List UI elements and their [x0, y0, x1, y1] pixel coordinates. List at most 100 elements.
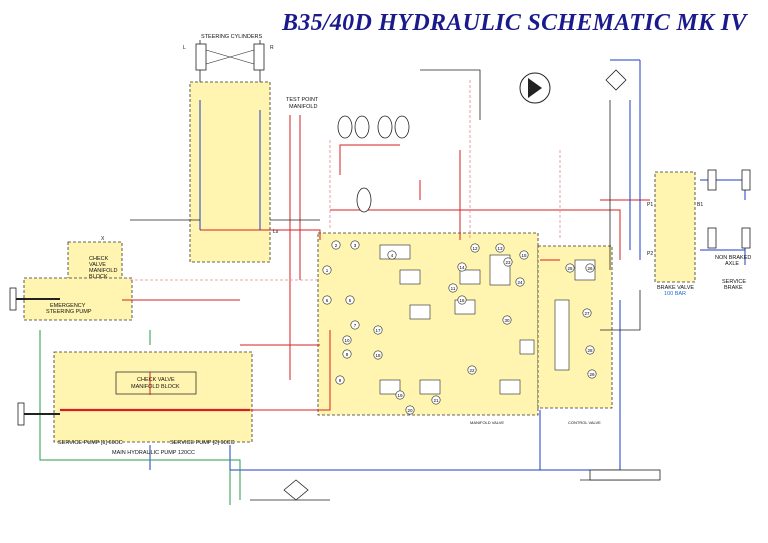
- component-number-label: 11: [451, 286, 456, 291]
- component-number-circle: [503, 257, 513, 267]
- component-number-label: 22: [469, 368, 475, 373]
- component-number-circle: [431, 395, 441, 405]
- component-number-circle: [342, 335, 352, 345]
- component-number-circle: [350, 240, 360, 250]
- check-valve-manifold-block-center: [115, 371, 197, 395]
- component-number-circle: [345, 295, 355, 305]
- check-valve-label-4: BLOCK: [89, 274, 108, 280]
- return-lines: [149, 59, 746, 471]
- port-l-label: L: [183, 45, 186, 51]
- port-b1-label: B1: [697, 202, 703, 208]
- test-point-manifold-label-2: MANIFOLD: [289, 104, 317, 110]
- component-number-circle: [331, 240, 341, 250]
- component-number-label: 4: [391, 253, 394, 258]
- control-valve-label: CONTROL VALVE: [568, 420, 601, 425]
- emergency-steering-pump-label-1: EMERGENCY: [50, 303, 86, 309]
- main-pump-block: [53, 351, 253, 443]
- component-number-circle: [373, 350, 383, 360]
- check-valve-label-1: CHECK: [89, 256, 109, 262]
- service-pump-2-label: SERVICE PUMP [2] 60CC: [170, 440, 235, 446]
- component-number-circle: [585, 263, 595, 273]
- drain-manifold: [589, 469, 661, 481]
- component-number-circle: [585, 345, 595, 355]
- component-number-label: 13: [497, 246, 503, 251]
- non-braked-axle-label-2: AXLE: [725, 261, 739, 267]
- steering-cylinders-label: STEERING CYLINDERS: [201, 34, 262, 40]
- pressure-lines: [60, 115, 650, 411]
- component-number-circle: [457, 295, 467, 305]
- component-number-label: 30: [504, 318, 510, 323]
- component-number-label: 24: [517, 280, 523, 285]
- component-number-label: 10: [344, 338, 350, 343]
- component-number-label: 15: [521, 253, 527, 258]
- component-number-circle: [322, 265, 332, 275]
- component-number-circle: [322, 295, 332, 305]
- check-valve-manifold-block-label-2: MANIFOLD BLOCK: [131, 384, 180, 390]
- emergency-steering-pump-label-2: STEERING PUMP: [46, 309, 92, 315]
- check-valve-manifold-block-label-1: CHECK VALVE: [137, 377, 175, 383]
- manifold-valve-label: MANIFOLD VALVE: [470, 420, 504, 425]
- component-number-label: 28: [587, 348, 593, 353]
- component-number-circle: [467, 365, 477, 375]
- check-valve-label-3: MANIFOLD: [89, 268, 117, 274]
- component-number-label: 27: [584, 311, 590, 316]
- check-valve-label-2: VALVE: [89, 262, 106, 268]
- component-number-label: 17: [375, 328, 381, 333]
- component-number-circle: [495, 243, 505, 253]
- port-p2-label: P2: [647, 251, 653, 257]
- component-number-label: 5: [349, 298, 352, 303]
- component-number-label: 8: [346, 352, 349, 357]
- component-number-circle: [405, 405, 415, 415]
- component-number-circle: [342, 349, 352, 359]
- service-pump-1-label: SERVICE PUMP [1] 60CC: [58, 440, 123, 446]
- component-number-label: 1: [326, 268, 329, 273]
- port-x-label: X: [101, 236, 105, 242]
- steering-valve-block: [189, 81, 271, 263]
- component-number-label: 7: [354, 323, 357, 328]
- service-brake-label-1: SERVICE: [722, 279, 746, 285]
- brake-valve-pressure-label: 100 BAR: [664, 291, 686, 297]
- steering-cylinder-right: [253, 43, 265, 71]
- component-number-label: 29: [589, 372, 595, 377]
- port-ls-label: Ls: [273, 229, 279, 235]
- component-number-circle: [387, 250, 397, 260]
- component-number-label: 19: [397, 393, 403, 398]
- component-number-circle: [565, 263, 575, 273]
- component-number-circle: [448, 283, 458, 293]
- component-number-circle: [502, 315, 512, 325]
- component-number-circle: [515, 277, 525, 287]
- schematic-title: B35/40D HYDRAULIC SCHEMATIC MK IV: [282, 10, 747, 36]
- brake-wheels: [707, 169, 751, 249]
- component-number-circle: [457, 262, 467, 272]
- component-number-circle: [350, 320, 360, 330]
- component-number-circle: [373, 325, 383, 335]
- component-number-label: 14: [459, 265, 465, 270]
- component-number-circle: [519, 250, 529, 260]
- port-r-label: R: [270, 45, 274, 51]
- cooler: [605, 69, 627, 91]
- component-number-label: 23: [505, 260, 511, 265]
- steering-cylinder-left: [195, 43, 207, 71]
- component-number-label: 18: [375, 353, 381, 358]
- component-number-label: 25: [567, 266, 573, 271]
- port-p1-label: P1: [647, 202, 653, 208]
- component-number-label: 3: [354, 243, 357, 248]
- component-number-label: 21: [433, 398, 439, 403]
- pilot-lines: [39, 330, 241, 505]
- component-number-circle: [395, 390, 405, 400]
- component-number-label: 16: [459, 298, 465, 303]
- emergency-pump-drive: [9, 287, 17, 311]
- component-number-label: 20: [407, 408, 413, 413]
- filter: [283, 479, 309, 501]
- component-number-label: 9: [339, 378, 342, 383]
- accumulators: [337, 115, 410, 213]
- brake-valve-block: [654, 171, 696, 283]
- brake-valve-label: BRAKE VALVE: [657, 285, 694, 291]
- signal-lines: [130, 80, 561, 281]
- component-number-circle: [587, 369, 597, 379]
- main-hydraulic-pump-label: MAIN HYDRAULIC PUMP 120CC: [112, 450, 195, 456]
- component-number-circle: [470, 243, 480, 253]
- component-number-circle: [335, 375, 345, 385]
